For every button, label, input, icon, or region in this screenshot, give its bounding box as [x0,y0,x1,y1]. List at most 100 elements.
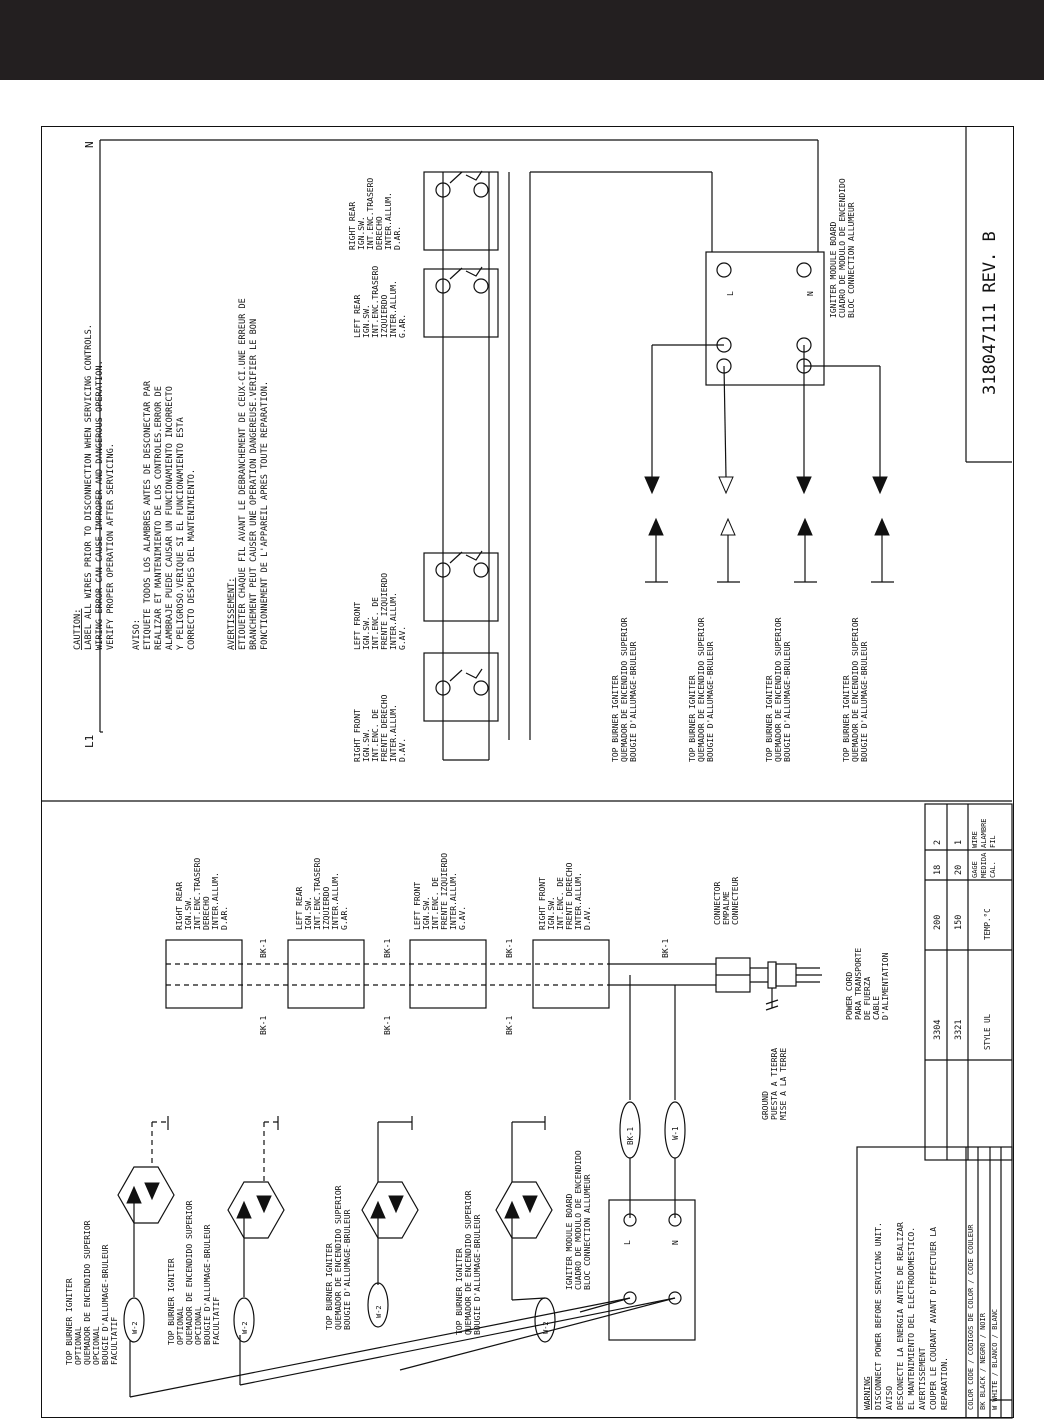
right-front-switch-label-line: RIGHT FRONT [538,877,547,930]
warning-text-line: COUPER LE COURANT AVANT D'EFFECTUER LA [929,1227,938,1410]
left-rear-switch-label-line: IGN.SW. [362,304,371,338]
left-rear-switch-label-line: LEFT REAR [353,294,362,338]
igniter-label-2-line: BOUGIE D'ALLUMAGE-BRULEUR [706,641,715,762]
left-rear-switch-label-line: IZQUIERDO [380,294,389,338]
w2-label-line: W-2 [375,1305,383,1318]
arrowheads [126,476,890,1219]
left-rear-switch-label-line: INTER.ALLUM. [331,872,340,930]
diagram-sheet [41,126,1014,1418]
optional-igniter-label-1-line: FACULTATIF [110,1317,119,1365]
aviso-text-line: REALIZAR ET MANTENIMIENTO DE LOS CONTROL… [154,386,164,650]
bk1-label-line: BK-1 [383,939,392,958]
caution-text-line: CAUTION: [73,609,83,650]
aviso-text-line: ALAMBRAJE PUEDE CAUSAR UN FUNCIONAMIENTO… [165,386,175,650]
module-label-line: IGNITER MODULE BOARD [829,221,838,318]
left-front-switch-label-line: FRENTE IZQUIERDO [380,573,389,650]
w2-label-line: W-2 [241,1321,249,1334]
left-rear-switch-label-line: INT.ENC.TRASERO [371,266,380,338]
bk1-label-line: BK-1 [259,939,268,958]
igniter-label-1-line: TOP BURNER IGNITER [611,675,620,762]
part-number-line: 318047111 REV. B [980,231,1000,395]
color-code-text-line: COLOR CODE / CODIGOS DE COLOR / CODE COU… [967,1224,975,1410]
ground-label-line: GROUND [761,1091,770,1120]
igniter-label-3-line: TOP BURNER IGNITER [325,1243,334,1330]
left-rear-switch-label-line: G.AR. [398,314,407,338]
igniter-label-2-line: TOP BURNER IGNITER [688,675,697,762]
left-front-switch-label-line: INTER.ALLUM. [449,872,458,930]
table-cell-line: 2 [933,840,943,845]
optional-igniter-label-2-line: QUEMADOR DE ENCENDIDO SUPERIOR [185,1200,194,1345]
igniter-label-1-line: QUEMADOR DE ENCENDIDO SUPERIOR [620,617,629,762]
optional-igniter-label-1-line: TOP BURNER IGNITER [65,1278,74,1365]
connector-label-line: CONNECTEUR [731,877,740,925]
optional-igniter-label-2-line: TOP BURNER IGNITER [167,1258,176,1345]
left-rear-switch-label-line: IZQUIERDO [322,886,331,930]
avertissement-text-line: BRANCHEMENT PEUT CAUSER UNE OPERATION DA… [249,319,259,650]
aviso-text-line: Y PELIGROSO.VERIQUE SI EL FUNCIONAMIENTO… [176,416,186,650]
left-front-switch-label-line: G.AV. [398,626,407,650]
optional-igniter-label-2-line: OPTIONAL [176,1306,185,1345]
table-cell-line: 20 [954,865,964,875]
aviso-text-line: ETIQUETE TODOS LOS ALAMBRES ANTES DE DES… [143,380,153,650]
table-header-wire-line: WIRE [971,831,979,848]
table-header-style-line: STYLE UL [983,1013,992,1050]
w2-label-line: W-2 [542,1321,550,1334]
color-code-text-line: W WHITE / BLANCO / BLANC [991,1309,999,1410]
warning-text-line: DISCONNECT POWER BEFORE SERVICING UNIT. [874,1222,883,1410]
left-front-switch-label-line: INT.ENC. DE [431,877,440,930]
igniter-label-4-line: TOP BURNER IGNITER [842,675,851,762]
table-cell-line: 3304 [933,1020,943,1040]
table-cell-line: 150 [954,915,964,930]
right-front-switch-label-line: D.AV. [398,738,407,762]
left-rear-switch-label-line: LEFT REAR [295,886,304,930]
left-front-switch-label-line: LEFT FRONT [353,602,362,650]
ground-label-line: PUESTA A TIERRA [770,1048,779,1120]
right-rear-switch-label-line: RIGHT REAR [175,882,184,930]
right-front-switch-label-line: FRENTE DERECHO [380,694,389,762]
right-front-switch-label-line: IGN.SW. [362,728,371,762]
right-rear-switch-label-line: INT.ENC.TRASERO [193,858,202,930]
table-header-gage-line: CAL. [989,861,997,878]
terminal-l-label-line: L [623,1240,632,1245]
left-front-switch-label-line: G.AV. [458,906,467,930]
connector-label-line: CONNECTOR [713,881,722,925]
module-label-line: BLOC CONNECTION ALLUMEUR [847,202,856,318]
ground-label-line: MISE A LA TERRE [779,1048,788,1120]
right-rear-switch-label-line: D.AR. [393,226,402,250]
right-front-switch-label-line: D.AV. [583,906,592,930]
rail-n-label-line: N [83,141,96,148]
w2-label-line: W-2 [131,1321,139,1334]
table-header-gage-line: GAGE [971,861,979,878]
bk1-label-line: BK-1 [661,939,670,958]
table-header-temp-line: TEMP.°C [983,908,992,940]
caution-text-line: WIRING ERROR CAN CAUSE IMPROPER AND DANG… [95,360,105,650]
warning-text-line: WARNING [863,1376,872,1410]
module-label-line: IGNITER MODULE BOARD [565,1193,574,1290]
bk1-label-line: BK-1 [383,1016,392,1035]
left-rear-switch-label-line: G.AR. [340,906,349,930]
igniter-label-3-line: TOP BURNER IGNITER [765,675,774,762]
igniter-label-2-line: QUEMADOR DE ENCENDIDO SUPERIOR [697,617,706,762]
left-front-switch-label-line: IGN.SW. [362,616,371,650]
left-rear-switch-label-line: INTER.ALLUM. [389,280,398,338]
optional-igniter-label-2-line: FACULTATIF [212,1297,221,1345]
table-header-gage-line: MEDIDA [980,852,988,878]
right-front-switch-label-line: INT.ENC. DE [556,877,565,930]
table-header-wire-line: ALAMBRE [980,818,988,848]
igniter-label-3-line: QUEMADOR DE ENCENDIDO SUPERIOR [334,1185,343,1330]
right-rear-switch-label-line: DERECHO [202,896,211,930]
avertissement-text-line: AVERTISSEMENT: [227,578,237,650]
terminal-l-label-line: L [726,291,735,296]
aviso-text-line: CORRECTO DESPUES DEL MANTENIMIENTO. [187,469,197,650]
left-rear-switch-label-line: INT.ENC.TRASERO [313,858,322,930]
warning-text-line: AVISO [885,1386,894,1410]
optional-igniter-label-2-line: BOUGIE D'ALLUMAGE-BRULEUR [203,1224,212,1345]
bk1-label-line: BK-1 [259,1016,268,1035]
warning-text-line: DESCONECTE LA ENERGIA ANTES DE REALIZAR [896,1222,905,1410]
header-bar [0,0,1044,80]
module-label-line: CUADRO DE MODULO DE ENCENDIDO [838,178,847,318]
table-cell-line: 1 [954,840,964,845]
table-cell-line: 3321 [954,1020,964,1040]
